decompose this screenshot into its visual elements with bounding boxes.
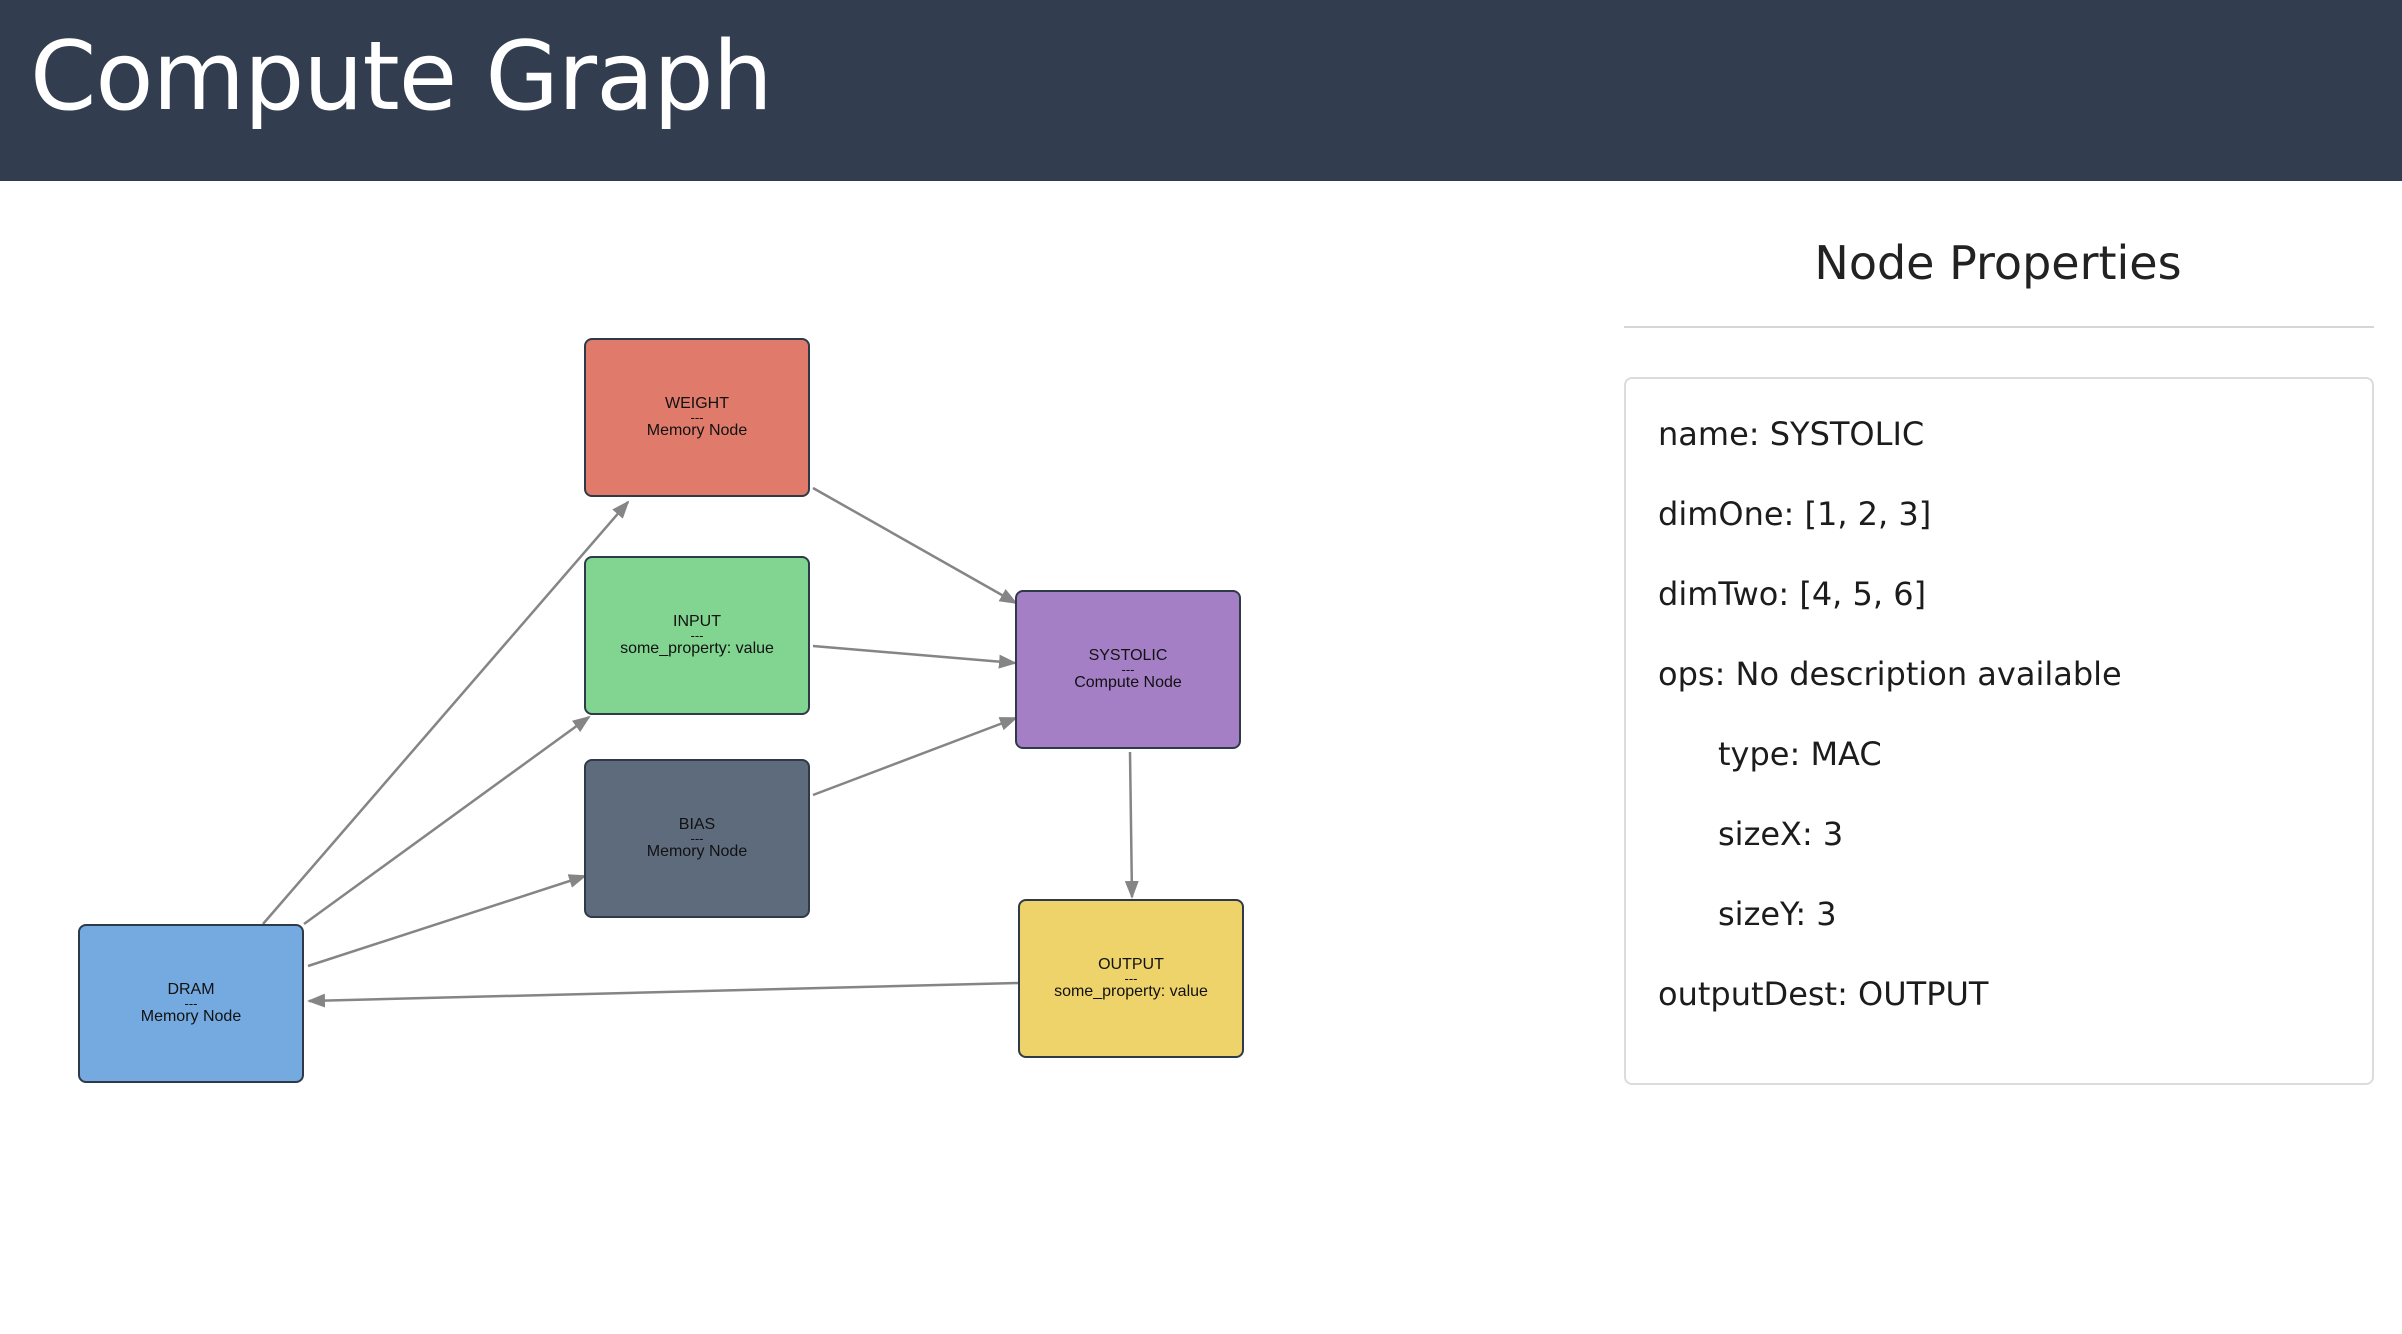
node-output-property: some_property: value (1054, 983, 1208, 1001)
edge-dram-weight (262, 500, 630, 925)
edge-dram-input (303, 715, 591, 926)
edge-weight-systolic (812, 486, 1018, 605)
node-input-separator: --- (690, 627, 704, 643)
node-systolic[interactable]: SYSTOLIC --- Compute Node (1015, 590, 1241, 749)
app-header: Compute Graph (0, 0, 2402, 181)
properties-divider (1624, 326, 2374, 328)
property-ops-size-x: sizeX: 3 (1718, 815, 1844, 853)
node-systolic-type: Compute Node (1074, 674, 1182, 692)
node-weight-name: WEIGHT (665, 394, 729, 412)
node-dram-type: Memory Node (140, 1008, 242, 1026)
edge-output-dram (307, 981, 1020, 1008)
property-output-dest: outputDest: OUTPUT (1658, 975, 1989, 1013)
edge-systolic-output (1124, 751, 1139, 899)
node-bias-type: Memory Node (646, 843, 748, 861)
property-dim-one: dimOne: [1, 2, 3] (1658, 495, 1932, 533)
node-input-property: some_property: value (620, 640, 774, 658)
node-output-name: OUTPUT (1098, 955, 1164, 973)
property-name: name: SYSTOLIC (1658, 415, 1925, 453)
property-dim-two: dimTwo: [4, 5, 6] (1658, 575, 1927, 613)
node-systolic-separator: --- (1121, 661, 1135, 677)
page-title: Compute Graph (30, 22, 773, 132)
node-weight-separator: --- (690, 409, 704, 425)
edge-dram-bias (307, 874, 587, 968)
node-output-separator: --- (1124, 970, 1138, 986)
node-bias-separator: --- (690, 830, 704, 846)
node-input[interactable]: INPUT --- some_property: value (584, 556, 810, 715)
node-systolic-name: SYSTOLIC (1088, 646, 1168, 664)
property-ops: ops: No description available (1658, 655, 2122, 693)
node-output[interactable]: OUTPUT --- some_property: value (1018, 899, 1244, 1058)
property-ops-size-y: sizeY: 3 (1718, 895, 1837, 933)
edge-bias-systolic (812, 716, 1018, 797)
node-dram-name: DRAM (167, 980, 215, 998)
node-bias-name: BIAS (678, 815, 716, 833)
node-dram[interactable]: DRAM --- Memory Node (78, 924, 304, 1083)
edge-input-systolic (812, 644, 1017, 669)
node-weight[interactable]: WEIGHT --- Memory Node (584, 338, 810, 497)
node-bias[interactable]: BIAS --- Memory Node (584, 759, 810, 918)
properties-panel-title: Node Properties (1814, 236, 2182, 290)
property-ops-type: type: MAC (1718, 735, 1882, 773)
node-input-name: INPUT (673, 612, 721, 630)
properties-panel: name: SYSTOLIC dimOne: [1, 2, 3] dimTwo:… (1624, 377, 2374, 1085)
node-dram-separator: --- (184, 995, 198, 1011)
node-weight-type: Memory Node (646, 422, 748, 440)
